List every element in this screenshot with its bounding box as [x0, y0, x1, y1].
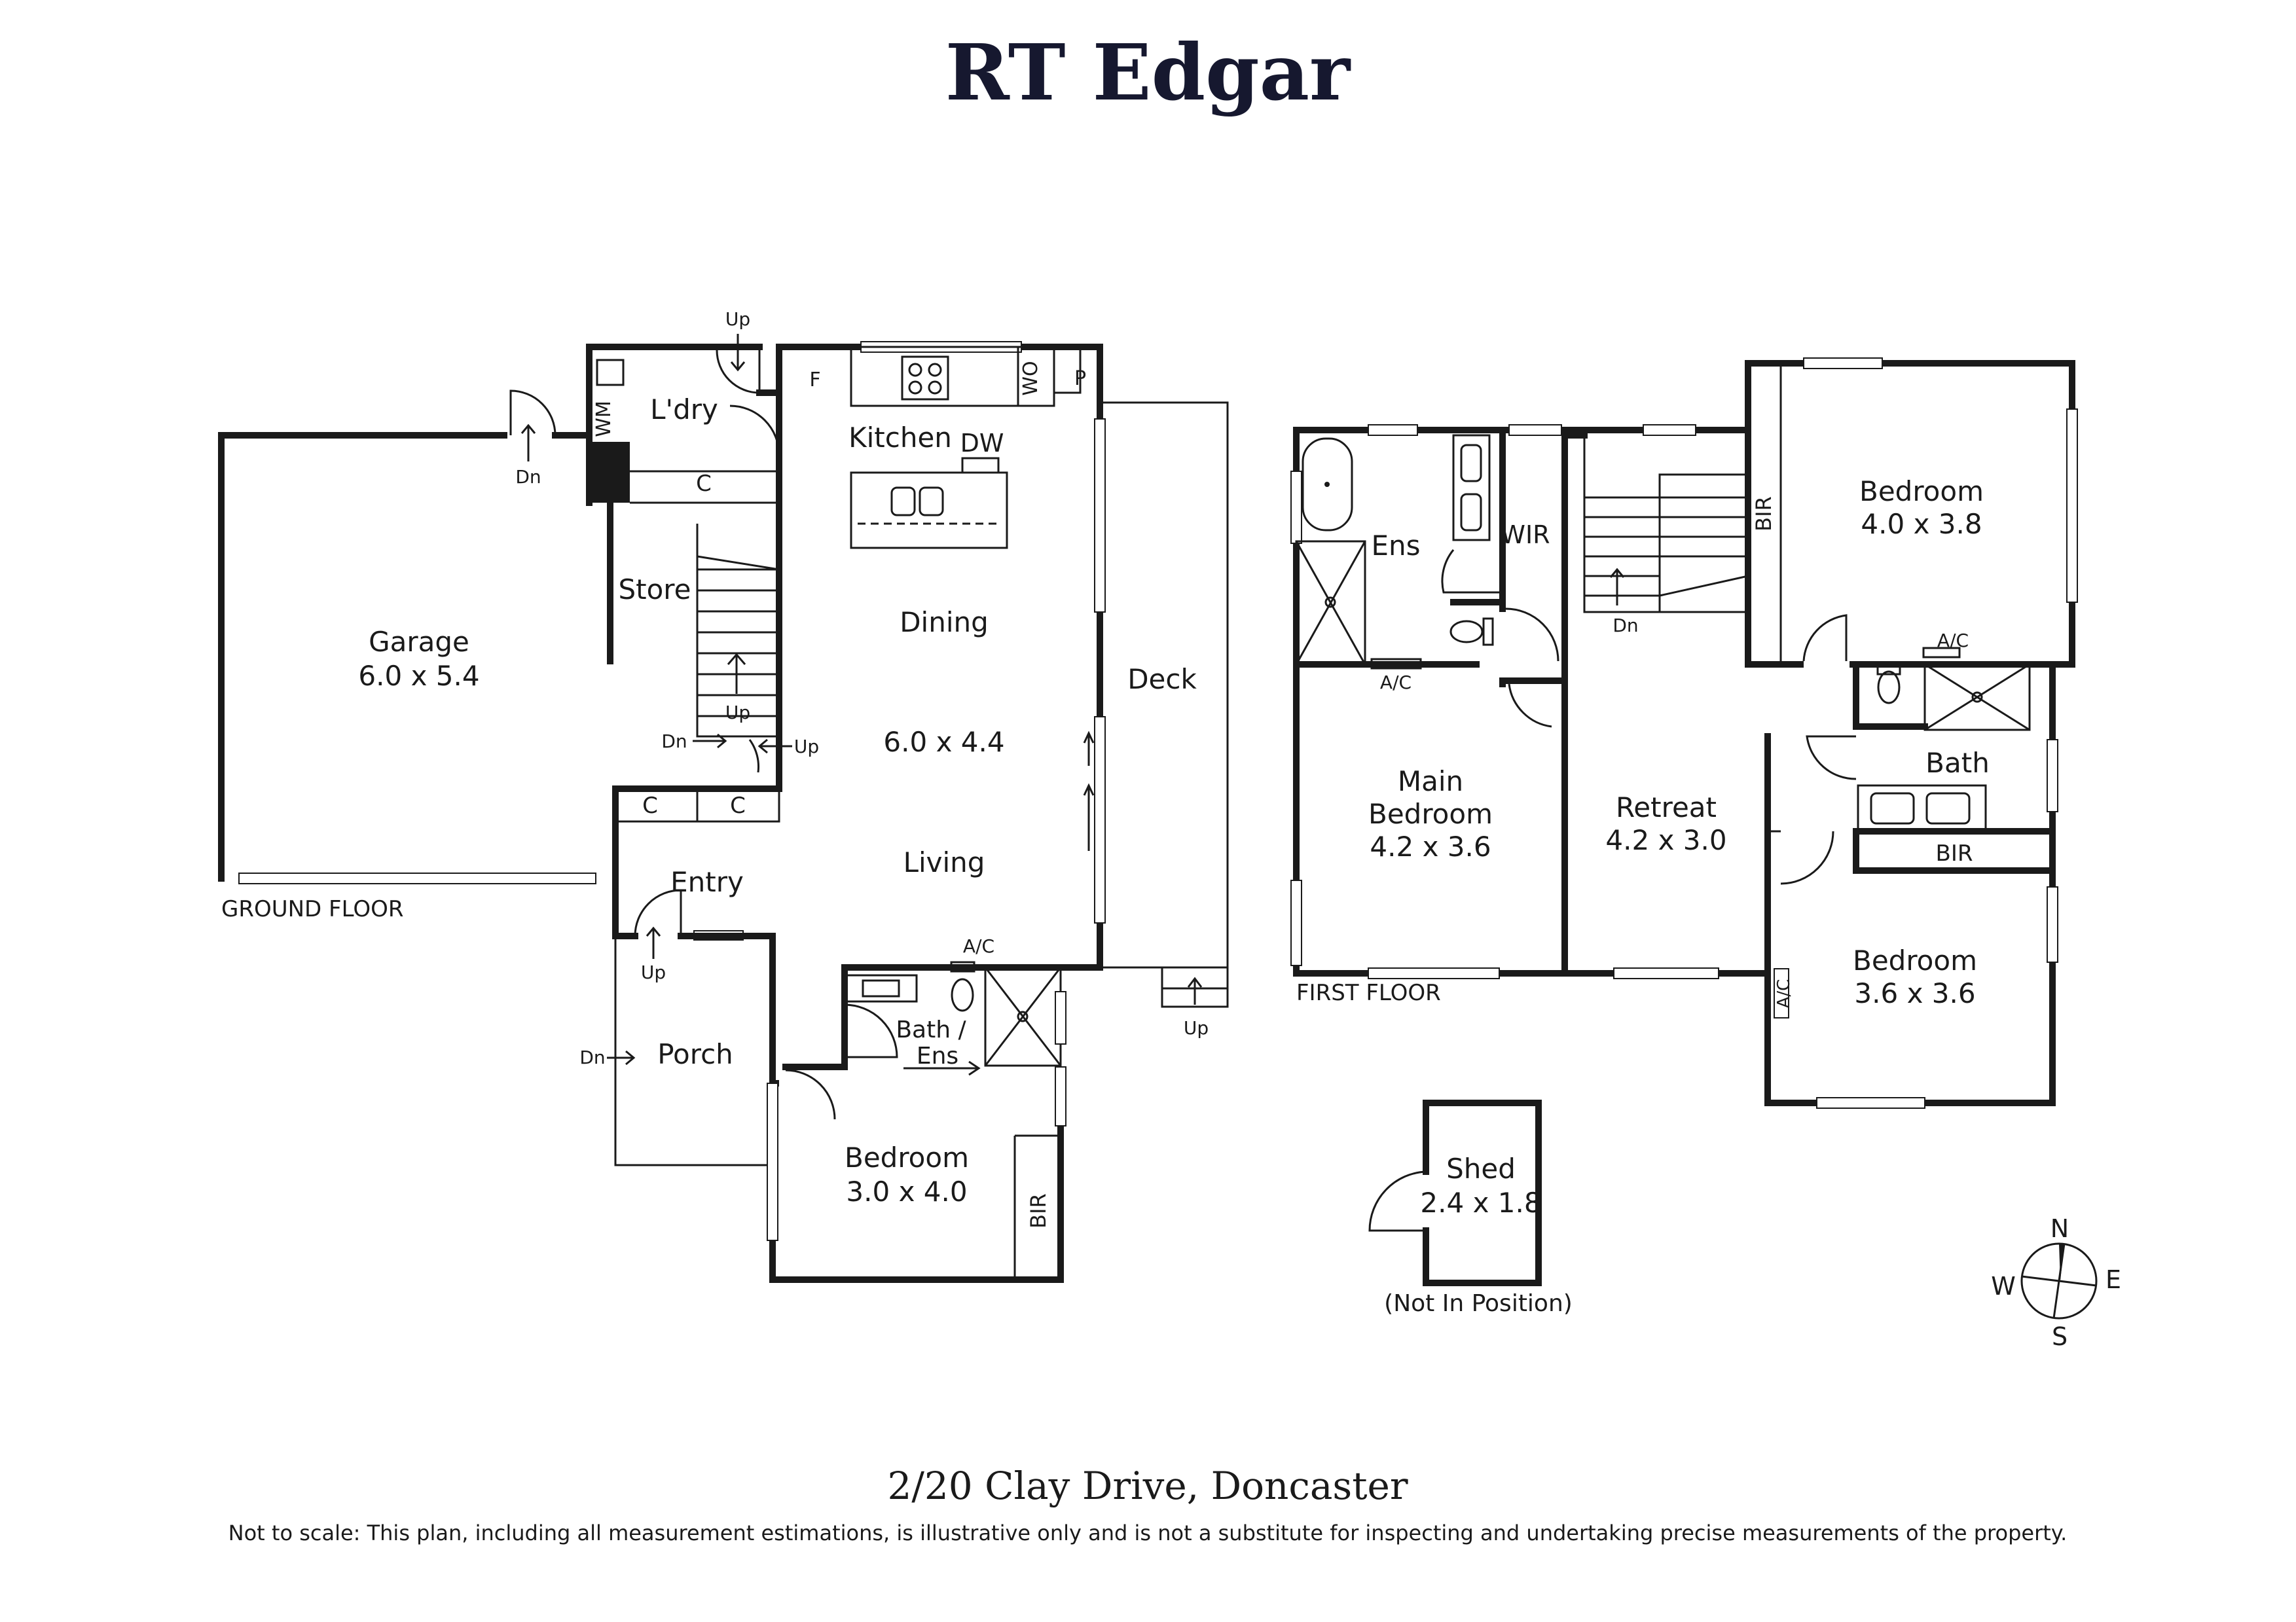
- svg-text:BIR: BIR: [1751, 496, 1776, 532]
- svg-text:Bedroom: Bedroom: [845, 1142, 969, 1174]
- garage-walls: [218, 432, 507, 882]
- svg-text:Living: Living: [903, 846, 985, 878]
- svg-text:BIR: BIR: [1936, 840, 1973, 867]
- svg-text:WM: WM: [592, 401, 615, 437]
- shed-note: (Not In Position): [1384, 1290, 1573, 1317]
- svg-text:P: P: [1074, 367, 1086, 390]
- laundry-tub: [589, 442, 630, 503]
- svg-text:Kitchen: Kitchen: [848, 422, 952, 454]
- svg-text:Garage: Garage: [369, 626, 469, 658]
- ens-shower: [1295, 540, 1366, 666]
- svg-text:C: C: [696, 471, 712, 497]
- compass-icon: N E S W: [1991, 1214, 2121, 1351]
- svg-text:6.0 x 5.4: 6.0 x 5.4: [358, 660, 479, 692]
- svg-text:A/C: A/C: [1774, 979, 1794, 1009]
- svg-text:BIR: BIR: [1026, 1193, 1051, 1229]
- svg-text:2.4 x 1.8: 2.4 x 1.8: [1420, 1187, 1541, 1219]
- svg-text:Store: Store: [618, 573, 691, 605]
- svg-text:6.0 x 4.4: 6.0 x 4.4: [883, 726, 1004, 758]
- svg-text:C: C: [642, 793, 658, 819]
- disclaimer: Not to scale: This plan, including all m…: [228, 1521, 2068, 1545]
- svg-text:Entry: Entry: [670, 866, 744, 898]
- garage-door: [238, 873, 596, 884]
- ground-floor-label: GROUND FLOOR: [221, 896, 403, 922]
- svg-text:3.0 x 4.0: 3.0 x 4.0: [846, 1176, 967, 1208]
- svg-text:Dining: Dining: [900, 606, 989, 638]
- svg-text:Ens: Ens: [917, 1043, 958, 1070]
- shed-plan: Shed 2.4 x 1.8 (Not In Position): [1368, 1100, 1573, 1317]
- upper-shower: [1923, 663, 2031, 731]
- svg-text:Up: Up: [725, 702, 750, 723]
- first-floor-label: FIRST FLOOR: [1296, 980, 1441, 1006]
- svg-text:A/C: A/C: [1937, 630, 1969, 651]
- svg-text:WIR: WIR: [1501, 520, 1550, 549]
- svg-text:Bath /: Bath /: [896, 1017, 966, 1043]
- svg-text:Up: Up: [641, 962, 666, 983]
- svg-text:L'dry: L'dry: [650, 393, 718, 425]
- svg-text:Dn: Dn: [661, 730, 687, 752]
- svg-text:C: C: [730, 793, 746, 819]
- kitchen-island: [850, 471, 1008, 549]
- svg-text:Dn: Dn: [515, 466, 541, 488]
- svg-text:Up: Up: [794, 736, 819, 757]
- svg-text:N: N: [2050, 1214, 2069, 1243]
- porch-outline: [614, 936, 773, 1166]
- svg-text:S: S: [2052, 1322, 2068, 1351]
- svg-text:A/C: A/C: [1380, 672, 1412, 693]
- svg-text:Bedroom: Bedroom: [1368, 798, 1493, 830]
- svg-text:Ens: Ens: [1371, 530, 1420, 562]
- svg-text:W: W: [1991, 1272, 2016, 1301]
- svg-text:F: F: [809, 369, 820, 391]
- svg-text:Bedroom: Bedroom: [1859, 475, 1984, 507]
- svg-text:4.0 x 3.8: 4.0 x 3.8: [1861, 508, 1982, 540]
- garage-door-swing: [509, 389, 556, 436]
- svg-text:Porch: Porch: [657, 1038, 733, 1070]
- svg-text:E: E: [2105, 1265, 2121, 1294]
- stair-first: [1583, 435, 1749, 664]
- svg-text:Up: Up: [1184, 1017, 1209, 1039]
- svg-text:Shed: Shed: [1446, 1153, 1516, 1185]
- svg-text:Up: Up: [725, 308, 750, 330]
- property-address: 2/20 Clay Drive, Doncaster: [887, 1464, 1408, 1508]
- svg-text:WO: WO: [1019, 361, 1042, 395]
- svg-text:Retreat: Retreat: [1616, 791, 1717, 823]
- svg-text:4.2 x 3.6: 4.2 x 3.6: [1370, 831, 1491, 863]
- svg-text:DW: DW: [960, 429, 1004, 458]
- svg-text:Deck: Deck: [1127, 663, 1197, 695]
- ground-bir: [1013, 1134, 1061, 1280]
- cooktop: [901, 355, 949, 401]
- svg-text:4.2 x 3.0: 4.2 x 3.0: [1605, 824, 1726, 856]
- bathtub: [1302, 437, 1353, 532]
- svg-text:A/C: A/C: [963, 935, 994, 957]
- first-floor-plan: Ens WIR A/C Main Bedroom 4.2 x 3.6 Retre…: [1290, 357, 2078, 1109]
- svg-text:Bath: Bath: [1925, 747, 1990, 779]
- washing-machine: [596, 359, 625, 386]
- ground-floor-plan: Garage 6.0 x 5.4 L'dry WM Store C C C Ki…: [218, 308, 1229, 1283]
- svg-text:3.6 x 3.6: 3.6 x 3.6: [1854, 977, 1975, 1009]
- ens-vanity: [1452, 434, 1491, 541]
- brand-logo: RT Edgar: [945, 27, 1351, 118]
- svg-text:Bedroom: Bedroom: [1853, 945, 1977, 977]
- svg-text:Dn: Dn: [579, 1047, 605, 1068]
- svg-text:Dn: Dn: [1613, 615, 1638, 636]
- svg-text:Main: Main: [1398, 765, 1463, 797]
